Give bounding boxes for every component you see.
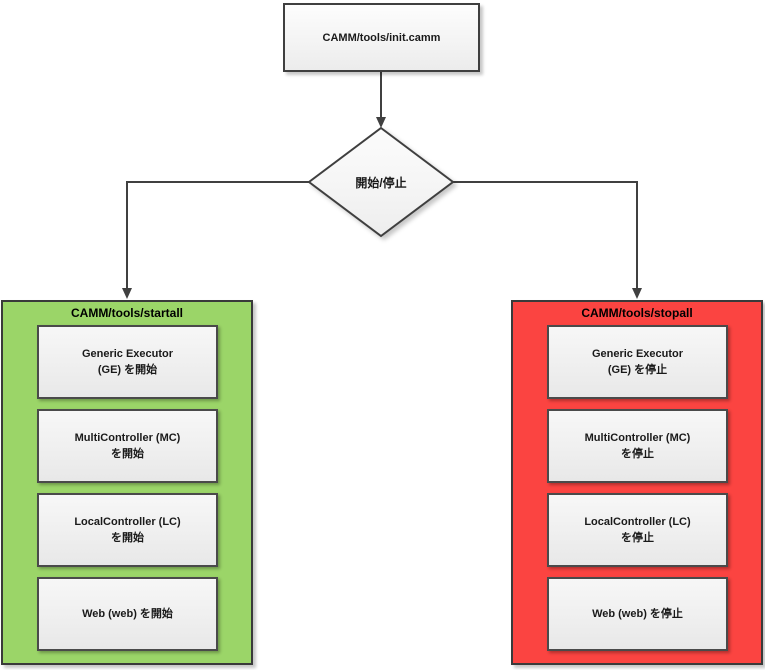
arrow-decision-to-stopall <box>453 181 642 299</box>
startall-step-multicontroller: MultiController (MC) を開始 <box>37 409 218 483</box>
init-camm-node: CAMM/tools/init.camm <box>283 3 480 72</box>
stopall-step-web: Web (web) を停止 <box>547 577 728 651</box>
startall-step-localcontroller: LocalController (LC) を開始 <box>37 493 218 567</box>
startall-group-title: CAMM/tools/startall <box>70 306 183 320</box>
stopall-step-generic-executor: Generic Executor (GE) を停止 <box>547 325 728 399</box>
arrow-init-to-decision <box>376 71 386 128</box>
init-camm-label: CAMM/tools/init.camm <box>322 31 441 44</box>
startall-step-generic-executor: Generic Executor (GE) を開始 <box>37 325 218 399</box>
decision-label: 開始/停止 <box>355 176 407 190</box>
stopall-group: CAMM/tools/stopall Generic Executor (GE)… <box>511 300 763 665</box>
startall-group: CAMM/tools/startall Generic Executor (GE… <box>1 300 253 665</box>
stopall-step-localcontroller: LocalController (LC) を停止 <box>547 493 728 567</box>
stopall-step-multicontroller: MultiController (MC) を停止 <box>547 409 728 483</box>
startall-step-web: Web (web) を開始 <box>37 577 218 651</box>
stopall-group-title: CAMM/tools/stopall <box>581 306 693 320</box>
arrow-decision-to-startall <box>122 181 309 299</box>
